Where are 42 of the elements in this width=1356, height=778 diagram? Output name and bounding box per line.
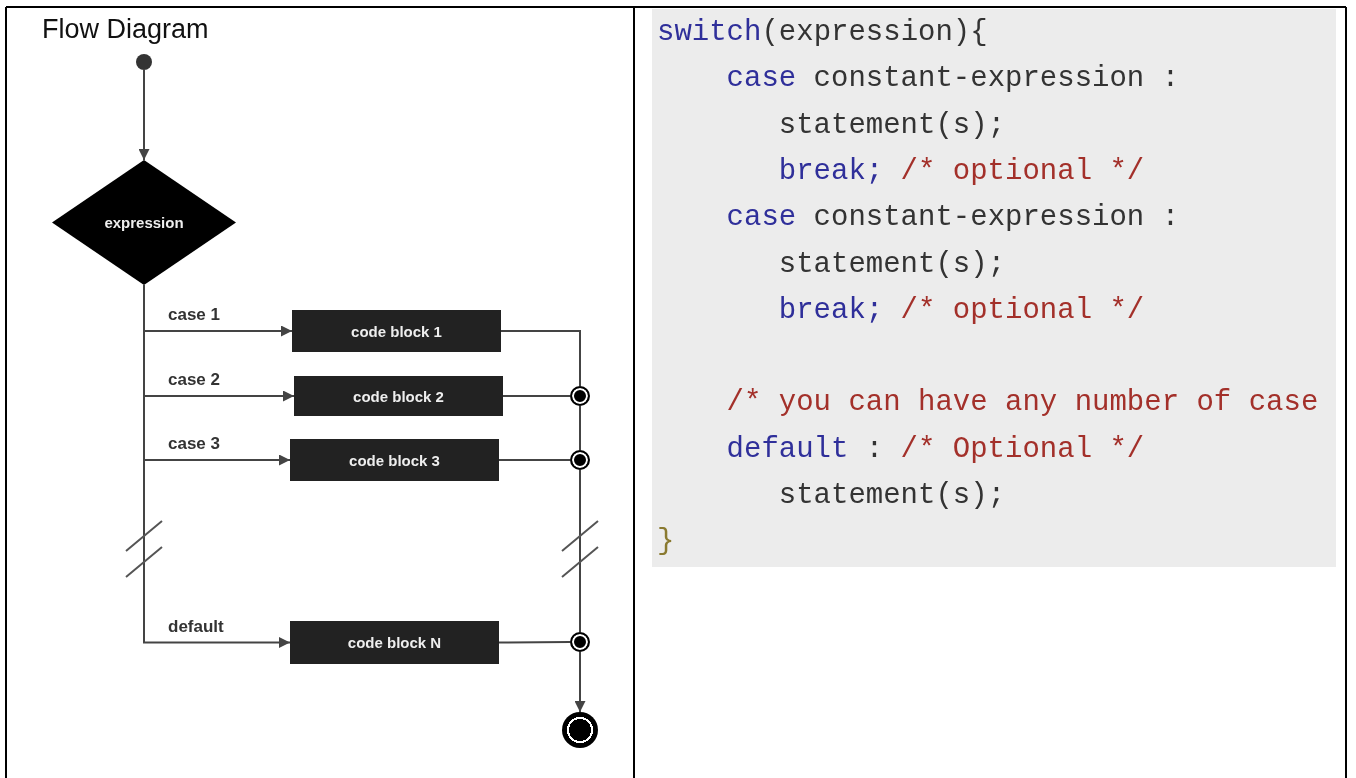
connector-line — [579, 469, 581, 633]
code-text: constant-expression : — [813, 62, 1180, 96]
process-box — [290, 439, 499, 481]
decision-diamond — [52, 160, 236, 285]
arrow — [574, 651, 586, 713]
code-text: case — [726, 201, 797, 235]
code-text: switch — [657, 16, 762, 49]
connector-line — [498, 641, 571, 644]
code-text: statement(s); — [778, 247, 1006, 281]
connector-line — [579, 405, 581, 451]
connector-line — [500, 330, 581, 387]
code-text: statement(s); — [778, 108, 1006, 142]
process-box — [290, 621, 499, 664]
node-label: code block N — [347, 634, 442, 651]
node-label: code block 1 — [351, 322, 442, 340]
process-box — [292, 310, 501, 352]
code-text: break; — [778, 154, 884, 188]
code-text: /* optional */ — [900, 154, 1145, 188]
code-text: /* you can have any number of case — [726, 386, 1319, 420]
code-text: constant-expression : — [813, 201, 1180, 235]
start-dot — [136, 54, 152, 70]
node-label: expression — [104, 214, 184, 231]
end-dot — [562, 712, 598, 748]
code-text: /* optional */ — [900, 293, 1145, 327]
code-text: /* Optional */ — [900, 432, 1145, 466]
code-text: statement(s); — [778, 479, 1006, 512]
code-text: case — [726, 62, 797, 96]
code-text: } — [657, 525, 675, 559]
diagram-title: Flow Diagram — [42, 14, 209, 45]
code-text: (expression){ — [761, 16, 988, 49]
arrow — [138, 69, 150, 161]
connector-line — [498, 459, 571, 461]
merge-dot — [570, 632, 590, 652]
node-label: code block 2 — [353, 387, 444, 405]
code-text: default — [726, 432, 849, 466]
code-text: : — [865, 432, 884, 466]
code-text: break; — [778, 293, 884, 327]
connector-line — [502, 395, 571, 397]
merge-dot — [570, 450, 590, 470]
merge-dot — [570, 386, 590, 406]
process-box — [294, 376, 503, 416]
node-label: code block 3 — [349, 451, 440, 469]
